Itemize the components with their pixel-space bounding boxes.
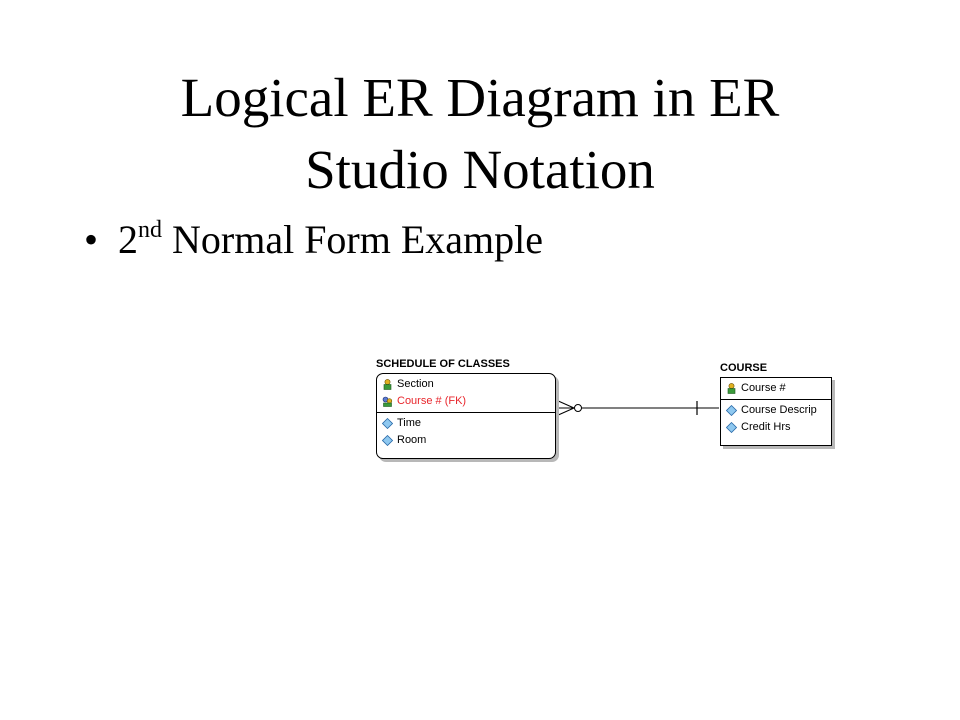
attribute-label: Room	[397, 434, 427, 446]
entity-left-name: SCHEDULE OF CLASSES	[376, 358, 510, 370]
attribute-row[interactable]: Time	[382, 415, 550, 432]
primary-key-icon	[727, 383, 736, 394]
title-line-2: Studio Notation	[305, 139, 655, 200]
entity-left-keys: Section Course # (FK)	[377, 374, 555, 413]
entity-right-keys: Course #	[721, 378, 831, 400]
title-line-1: Logical ER Diagram in ER	[180, 67, 780, 128]
bullet-text-rest: Normal Form Example	[162, 217, 544, 262]
attribute-row[interactable]: Section	[382, 376, 550, 393]
primary-key-icon	[383, 379, 392, 390]
entity-schedule-of-classes[interactable]: Section Course # (FK) Time Room	[376, 373, 556, 459]
bullet-dot-icon: •	[84, 217, 99, 262]
attribute-diamond-icon	[382, 435, 393, 446]
crows-foot-upper	[555, 399, 575, 409]
zero-circle	[574, 404, 582, 412]
entity-left-attributes: Time Room	[377, 413, 555, 451]
entity-course[interactable]: Course # Course Descrip Credit Hrs	[720, 377, 832, 446]
attribute-label: Section	[397, 378, 434, 390]
attribute-label: Course Descrip	[741, 404, 817, 416]
attribute-diamond-icon	[726, 405, 737, 416]
foreign-key-icon	[382, 396, 393, 407]
attribute-row[interactable]: Course #	[726, 380, 826, 397]
attribute-row-fk[interactable]: Course # (FK)	[382, 393, 550, 410]
attribute-diamond-icon	[726, 422, 737, 433]
bullet-text-main: 2	[118, 217, 138, 262]
attribute-diamond-icon	[382, 418, 393, 429]
attribute-row[interactable]: Room	[382, 432, 550, 449]
attribute-label: Course # (FK)	[397, 395, 467, 407]
entity-right-name: COURSE	[720, 362, 768, 374]
crows-foot-lower	[555, 407, 575, 417]
attribute-row[interactable]: Course Descrip	[726, 402, 826, 419]
attribute-row[interactable]: Credit Hrs	[726, 419, 826, 436]
attribute-label: Course #	[741, 382, 786, 394]
attribute-label: Time	[397, 417, 422, 429]
bullet-list: • 2nd Normal Form Example	[84, 212, 543, 268]
bullet-text-sup: nd	[138, 217, 162, 243]
slide-title: Logical ER Diagram in ER Studio Notation	[0, 62, 960, 206]
attribute-label: Credit Hrs	[741, 421, 791, 433]
bullet-item: • 2nd Normal Form Example	[84, 212, 543, 268]
entity-right-attributes: Course Descrip Credit Hrs	[721, 400, 831, 438]
